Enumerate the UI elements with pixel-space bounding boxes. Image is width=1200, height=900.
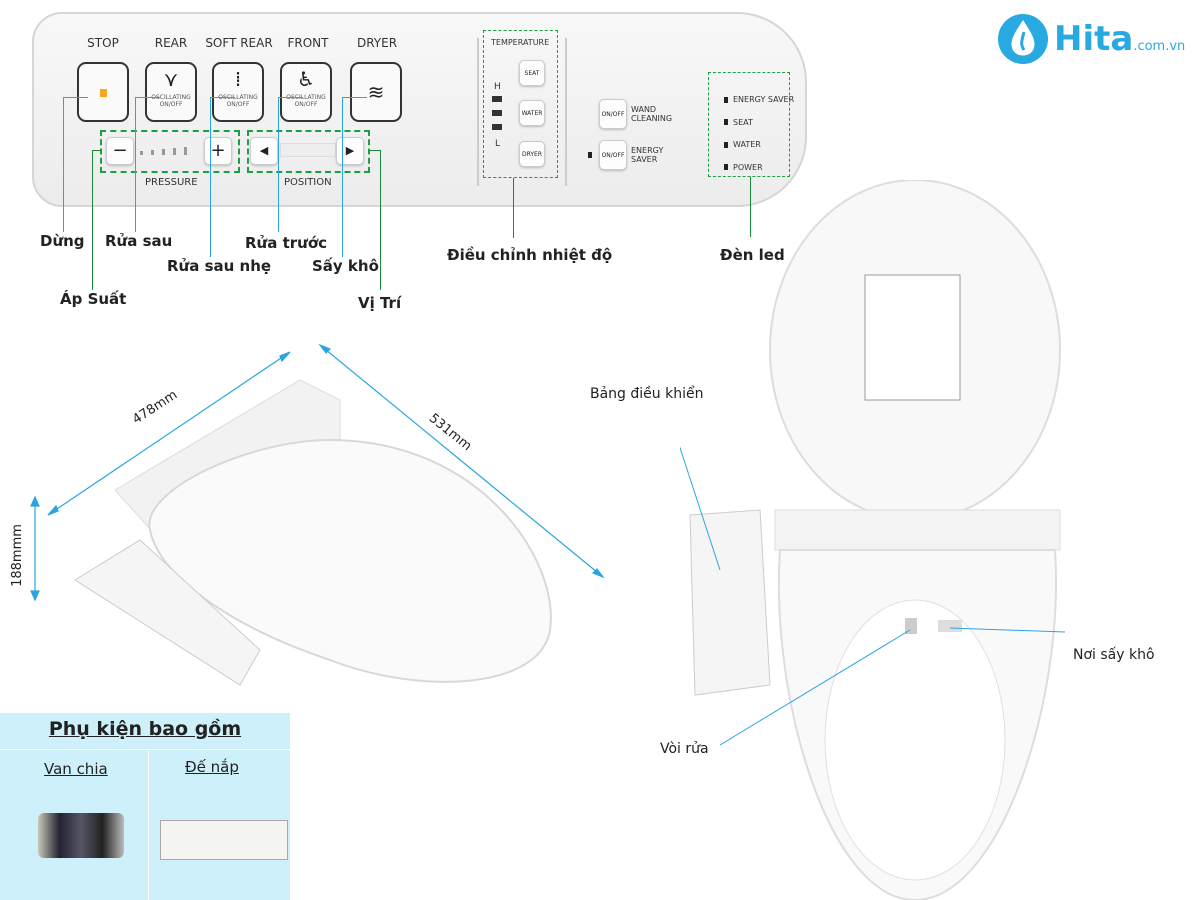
front-spray-icon: ♿: [297, 67, 315, 91]
temp-high-label: H: [494, 82, 501, 92]
front-button[interactable]: ♿ OSCILLATING ON/OFF: [280, 62, 332, 122]
seat-hinge: [774, 509, 1061, 551]
accessory-valve-label: Van chia: [44, 760, 108, 778]
dryer-waves-icon: ≋: [367, 80, 385, 104]
position-slider-track: [280, 143, 336, 157]
seat-side-view-illustration: [30, 343, 605, 686]
pressure-level-indicator: [140, 145, 198, 155]
rear-button[interactable]: ⋎ OSCILLATING ON/OFF: [145, 62, 197, 122]
temp-low-label: L: [495, 139, 501, 149]
dryer-label: DRYER: [356, 36, 398, 50]
temperature-title: TEMPERATURE: [491, 38, 550, 47]
position-label: POSITION: [284, 177, 332, 188]
led-water: WATER: [724, 134, 794, 157]
valve-image: [38, 813, 124, 858]
water-drop-logo-icon: [998, 14, 1048, 64]
brand-domain: .com.vn: [1133, 38, 1186, 54]
front-sub-label: OSCILLATING ON/OFF: [286, 94, 326, 108]
led-label: SEAT: [733, 117, 753, 127]
dimension-arrows: [30, 343, 605, 602]
temp-water-button[interactable]: WATER: [519, 100, 545, 126]
safety-label-sticker: [864, 274, 961, 401]
pressure-highlight-box: [100, 130, 240, 173]
callout-led: Đèn led: [720, 246, 785, 264]
note-control-panel: Bảng điều khiển: [590, 386, 704, 402]
pressure-plus-button[interactable]: +: [204, 137, 232, 165]
soft-rear-button[interactable]: ⁞ OSCILLATING ON/OFF: [212, 62, 264, 122]
rear-sub-label: OSCILLATING ON/OFF: [151, 94, 191, 108]
panel-divider: [565, 38, 567, 186]
accessories-title: Phụ kiện bao gồm: [48, 718, 242, 740]
position-left-button[interactable]: ◀: [250, 137, 278, 165]
wand-cleaning-button[interactable]: ON/OFF: [599, 99, 627, 129]
temperature-highlight-box: [483, 30, 558, 178]
callout-front: Rửa trước: [245, 234, 328, 252]
callout-pressure: Áp Suất: [60, 290, 127, 308]
stop-indicator-icon: [99, 89, 107, 97]
temp-seat-button[interactable]: SEAT: [519, 60, 545, 86]
front-label: FRONT: [287, 36, 329, 50]
accessories-box: Phụ kiện bao gồm Van chia Đế nắp: [0, 713, 290, 900]
seat-body: [74, 379, 552, 686]
led-energy-saver: ENERGY SAVER: [724, 89, 794, 112]
lid-base-image: [160, 820, 288, 860]
callout-soft-rear: Rửa sau nhẹ: [167, 257, 272, 275]
stop-button[interactable]: [77, 62, 129, 122]
rear-label: REAR: [154, 36, 188, 50]
dryer-outlet: [938, 620, 962, 632]
seat-open-view-illustration: [680, 180, 1066, 900]
product-callout-lines: [680, 446, 1066, 746]
soft-rear-label: SOFT REAR: [205, 36, 273, 50]
panel-divider: [477, 38, 479, 186]
led-seat: SEAT: [724, 112, 794, 135]
temperature-level-indicator: [492, 96, 502, 134]
wand-label-line2: CLEANING: [631, 114, 673, 123]
led-highlight-box: [708, 72, 790, 177]
soft-rear-sub-label: OSCILLATING ON/OFF: [218, 94, 258, 108]
brand-logo: Hita .com.vn: [996, 12, 1185, 66]
nozzle: [905, 618, 917, 634]
energy-label-line2: SAVER: [631, 155, 658, 164]
callout-stop: Dừng: [40, 232, 85, 250]
stop-label: STOP: [87, 36, 119, 50]
led-power: POWER: [724, 157, 794, 180]
seat-opening: [824, 599, 1006, 881]
led-label: ENERGY SAVER: [733, 95, 795, 104]
soft-rear-spray-icon: ⁞: [234, 67, 242, 91]
callout-temperature: Điều chỉnh nhiệt độ: [447, 246, 613, 264]
energy-saver-indicator: [588, 152, 592, 158]
led-label: WATER: [733, 140, 761, 149]
position-right-button[interactable]: ▶: [336, 137, 364, 165]
led-indicator-list: ENERGY SAVER SEAT WATER POWER: [724, 89, 794, 179]
pressure-minus-button[interactable]: −: [106, 137, 134, 165]
callout-rear: Rửa sau: [105, 232, 173, 250]
rear-spray-icon: ⋎: [163, 67, 179, 91]
position-highlight-box: [247, 130, 370, 173]
accessory-base-label: Đế nắp: [185, 758, 239, 776]
led-label: POWER: [733, 162, 763, 172]
pressure-label: PRESSURE: [145, 177, 198, 188]
energy-saver-button[interactable]: ON/OFF: [599, 140, 627, 170]
note-dryer-outlet: Nơi sấy khô: [1073, 647, 1155, 663]
energy-label-line1: ENERGY: [631, 146, 664, 155]
dryer-button[interactable]: ≋: [350, 62, 402, 122]
note-nozzle: Vòi rửa: [660, 741, 709, 757]
temp-dryer-button[interactable]: DRYER: [519, 141, 545, 167]
brand-name: Hita: [1054, 19, 1134, 59]
callout-dryer: Sấy khô: [312, 257, 379, 275]
side-control-panel: [689, 509, 771, 696]
wand-label-line1: WAND: [631, 105, 657, 114]
dimension-height: 188mmm: [9, 524, 25, 587]
callout-position: Vị Trí: [358, 294, 402, 312]
